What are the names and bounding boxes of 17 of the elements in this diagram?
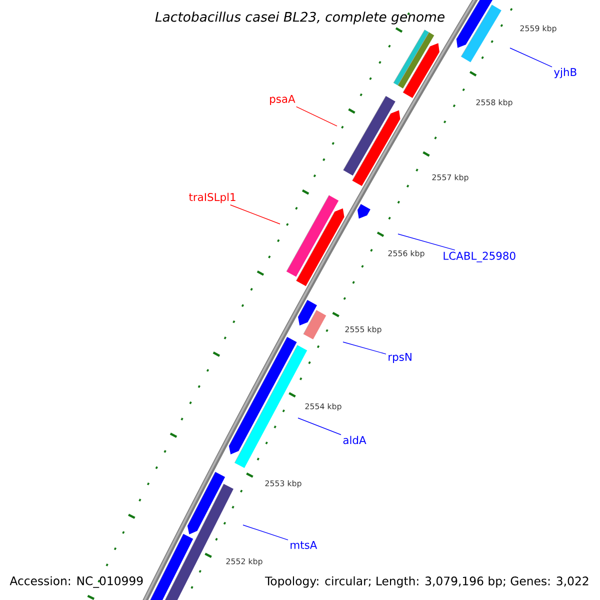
gene-label: LCABL_25980 <box>444 252 516 262</box>
title: Lactobacillus casei BL23, complete genome <box>155 12 444 24</box>
gene-label: yjhB <box>554 68 576 78</box>
leader-line <box>230 204 280 224</box>
gene-label: traISLpl1 <box>189 192 236 204</box>
leader-line <box>342 342 386 354</box>
leader-line <box>510 48 552 68</box>
genome-info-note: Topology: circular; Length: 3,079,196 bp; Genes: 3,022 <box>264 576 588 588</box>
leader-line <box>298 418 342 436</box>
leader-line <box>242 524 288 540</box>
leader-line <box>398 234 456 250</box>
accession-note: Accession: NC_010999 <box>10 576 143 588</box>
gene-label: rpsN <box>388 352 412 364</box>
gene-label: aldA <box>343 436 366 444</box>
gene-label: mtsA <box>290 541 318 549</box>
leader-line <box>296 106 338 126</box>
gene-label: psaA <box>270 94 296 106</box>
